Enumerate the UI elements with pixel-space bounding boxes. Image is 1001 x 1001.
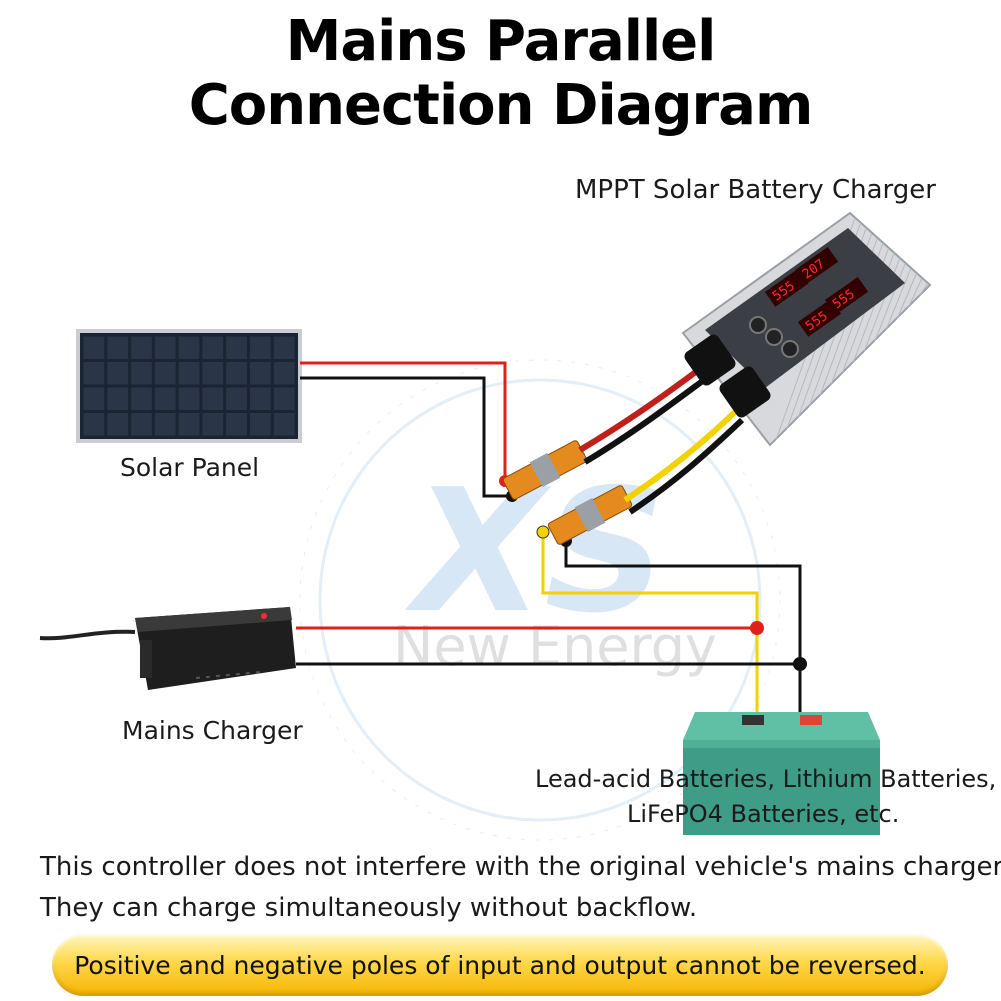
- solar-cell: [273, 413, 295, 436]
- solar-panel-label: Solar Panel: [120, 453, 260, 482]
- battery: [683, 712, 880, 835]
- solar-cell: [107, 336, 129, 359]
- solar-cell: [131, 336, 152, 359]
- solar-cell: [131, 362, 152, 385]
- heatsink-fin: [896, 272, 918, 320]
- solar-cell: [273, 336, 295, 359]
- page-title: Mains Parallel Connection Diagram: [0, 10, 1001, 138]
- solar-cell: [107, 387, 129, 410]
- watermark-brand-text: New Energy: [393, 615, 717, 678]
- solar-cell: [249, 336, 271, 359]
- solar-cell: [154, 362, 176, 385]
- solar-cell: [202, 336, 224, 359]
- controller-buttons: [749, 316, 799, 358]
- solar-cell: [178, 336, 200, 359]
- solar-cell: [178, 362, 200, 385]
- wiring: [296, 361, 802, 712]
- solar-cell: [107, 362, 129, 385]
- wire-connectors: [502, 362, 745, 545]
- mains-charger: [39, 607, 296, 690]
- watermark-logo: XS New Energy: [299, 359, 781, 841]
- mppt-controller: 207 555 555 555: [681, 211, 932, 447]
- note-line-2: They can charge simultaneously without b…: [40, 893, 698, 923]
- solar-cell: [273, 362, 295, 385]
- solar-panel: [76, 329, 302, 443]
- solar-cell: [226, 336, 247, 359]
- solar-cell: [202, 387, 224, 410]
- solar-cell: [154, 387, 176, 410]
- solar-cell: [226, 362, 247, 385]
- heatsink-fin: [918, 282, 929, 298]
- solar-cell: [178, 413, 200, 436]
- title-line-1: Mains Parallel: [285, 9, 717, 74]
- mains-charger-label: Mains Charger: [122, 716, 303, 745]
- heatsink-fin: [907, 277, 923, 309]
- warning-banner-text: Positive and negative poles of input and…: [74, 950, 926, 980]
- solar-cell: [83, 336, 105, 359]
- mppt-label: MPPT Solar Battery Charger: [575, 175, 936, 205]
- solar-cell: [83, 413, 105, 436]
- solar-cell: [226, 387, 247, 410]
- solar-cell: [249, 413, 271, 436]
- solar-cell: [131, 413, 152, 436]
- solar-cell: [83, 387, 105, 410]
- heatsink-fin: [885, 267, 912, 331]
- solar-cell: [202, 413, 224, 436]
- solar-cell: [131, 387, 152, 410]
- solar-cell: [249, 387, 271, 410]
- solar-cell: [107, 413, 129, 436]
- batteries-label-line-1: Lead-acid Batteries, Lithium Batteries,: [535, 765, 997, 793]
- solar-cell: [154, 336, 176, 359]
- solar-cell: [273, 387, 295, 410]
- solar-cell: [83, 362, 105, 385]
- heatsink-fin: [874, 262, 906, 342]
- warning-banner: Positive and negative poles of input and…: [52, 934, 948, 996]
- solar-cell: [202, 362, 224, 385]
- solar-cell: [154, 413, 176, 436]
- solar-cell: [226, 413, 247, 436]
- title-line-2: Connection Diagram: [188, 73, 814, 138]
- note-line-1: This controller does not interfere with …: [40, 852, 1001, 882]
- batteries-label-line-2: LiFePO4 Batteries, etc.: [627, 800, 900, 828]
- solar-cell: [178, 387, 200, 410]
- solar-cell: [249, 362, 271, 385]
